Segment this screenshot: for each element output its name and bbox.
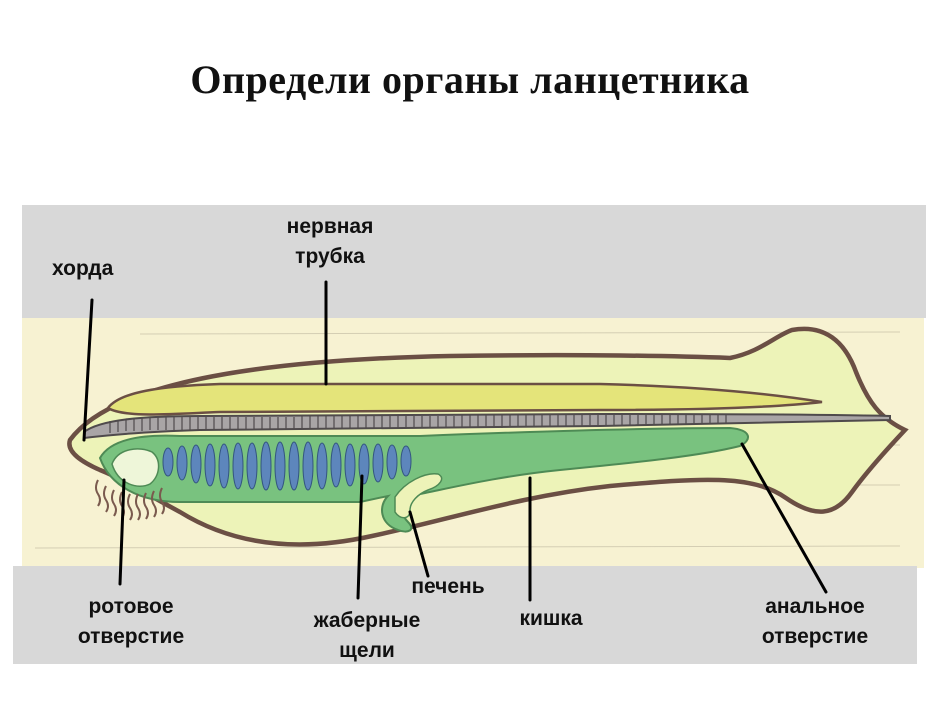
label-gill-slits: жаберные щели bbox=[313, 609, 421, 662]
pointer-mouth bbox=[118, 478, 126, 586]
label-neural-tube: нервная трубка bbox=[286, 215, 374, 268]
neural-tube-shape bbox=[106, 382, 823, 416]
gill-slits-shape bbox=[162, 441, 412, 491]
top-label-band bbox=[22, 205, 926, 318]
pointer-lines bbox=[82, 280, 828, 602]
label-chorda: хорда bbox=[52, 257, 114, 280]
slide-title: Определи органы ланцетника bbox=[190, 57, 750, 102]
mouth-cavity bbox=[111, 448, 160, 487]
bottom-label-band bbox=[13, 566, 917, 664]
label-intestine: кишка bbox=[519, 607, 583, 630]
chorda-striations bbox=[109, 415, 727, 433]
label-mouth: ротовое отверстие bbox=[77, 595, 185, 648]
pointer-gill-slits bbox=[356, 474, 364, 600]
pointer-chorda bbox=[82, 298, 94, 442]
pointer-anus bbox=[740, 442, 828, 594]
oral-tentacles bbox=[95, 479, 165, 521]
label-liver: печень bbox=[411, 575, 485, 598]
label-anus: анальное отверстие bbox=[761, 595, 869, 648]
pointer-liver bbox=[408, 510, 430, 578]
liver-shape bbox=[394, 473, 443, 519]
